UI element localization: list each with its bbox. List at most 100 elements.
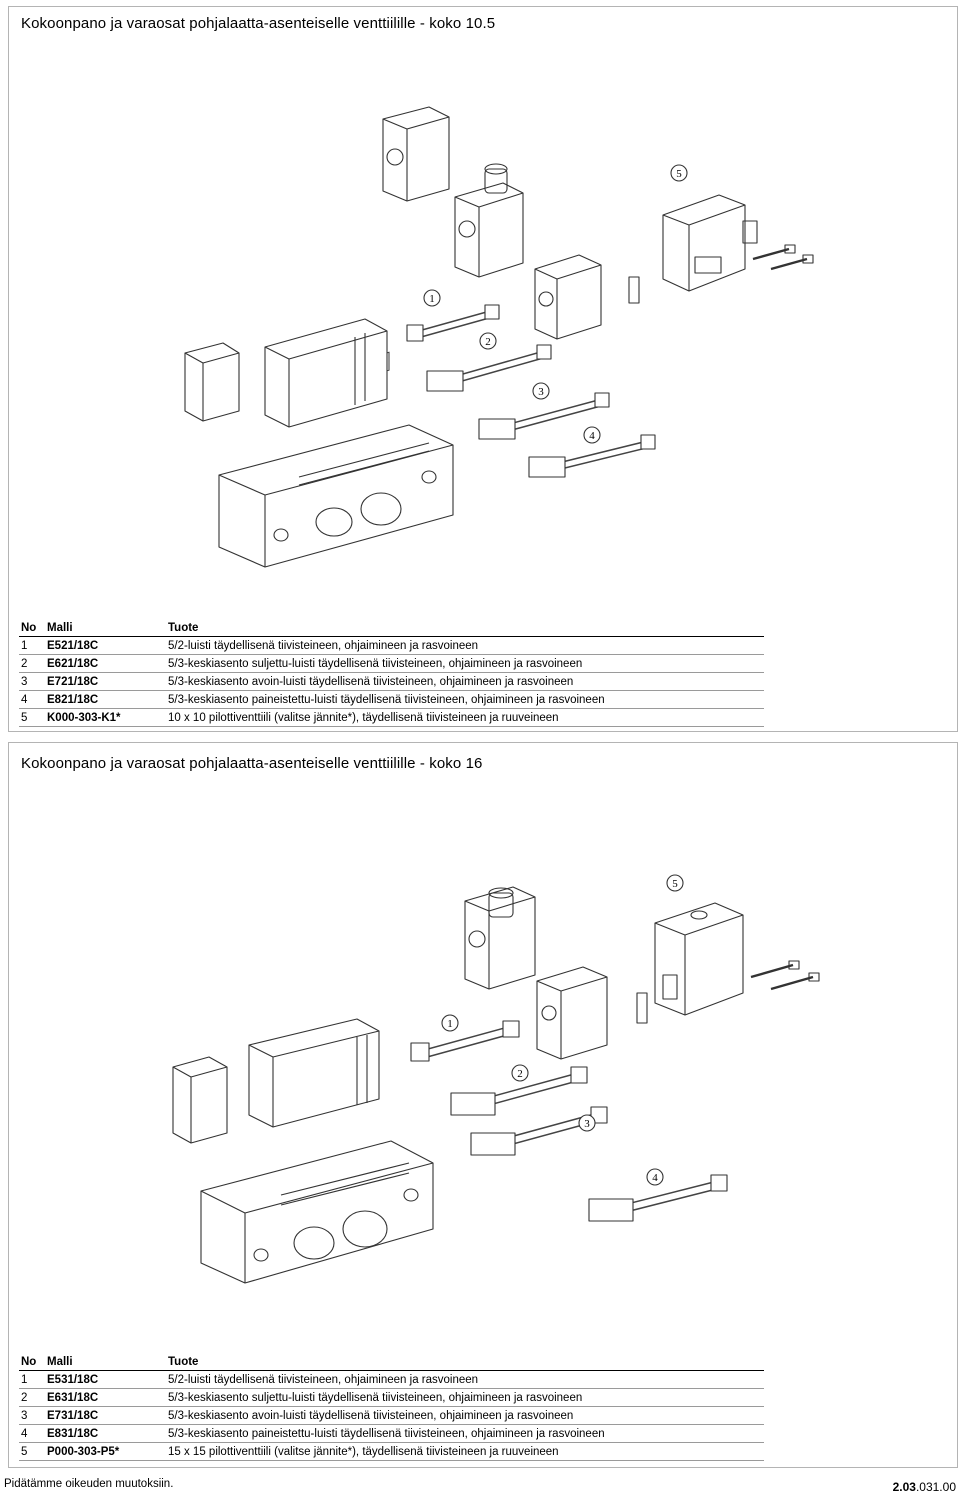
table-row: 5 K000-303-K1* 10 x 10 pilottiventtiili …: [19, 708, 764, 727]
callout-4-label: 4: [589, 430, 595, 442]
row-malli: P000-303-P5*: [47, 1442, 168, 1461]
callout-3-label: 3: [584, 1118, 590, 1130]
callout-5-label: 5: [676, 168, 682, 180]
callout-2: [511, 1064, 529, 1082]
row-tuote: 5/3-keskiasento suljettu-luisti täydelli…: [168, 1388, 764, 1407]
valve-body: [264, 318, 388, 428]
row-malli: E621/18C: [47, 654, 168, 673]
pilot-housing: [382, 106, 450, 202]
row-tuote: 5/3-keskiasento avoin-luisti täydellisen…: [168, 672, 764, 691]
section-koko-10-5: Kokoonpano ja varaosat pohjalaatta-asent…: [8, 6, 958, 732]
valve-base-plate: [200, 1140, 434, 1284]
spool-2: [450, 1066, 588, 1116]
table-row: 1 E521/18C 5/2-luisti täydellisenä tiivi…: [19, 636, 764, 655]
header-malli: Malli: [47, 1355, 168, 1371]
pilot-valve: [654, 902, 744, 1016]
callout-2: [479, 332, 497, 350]
row-no: 3: [19, 672, 47, 691]
header-no: No: [19, 621, 47, 637]
row-tuote: 5/2-luisti täydellisenä tiivisteineen, o…: [168, 1370, 764, 1389]
row-tuote: 5/3-keskiasento paineistettu-luisti täyd…: [168, 1424, 764, 1443]
document-code-bold: 2.03: [892, 1480, 916, 1494]
callout-5: [670, 164, 688, 182]
end-cap: [184, 342, 240, 422]
table-row: 3 E721/18C 5/3-keskiasento avoin-luisti …: [19, 672, 764, 691]
callout-4: [646, 1168, 664, 1186]
table-row: 1 E531/18C 5/2-luisti täydellisenä tiivi…: [19, 1370, 764, 1389]
exploded-view-drawing: 1 2 3 4 5: [172, 874, 820, 1284]
callout-4: [583, 426, 601, 444]
table-row: 4 E821/18C 5/3-keskiasento paineistettu-…: [19, 690, 764, 709]
callout-1: [441, 1014, 459, 1032]
row-malli: E721/18C: [47, 672, 168, 691]
callout-1-label: 1: [429, 293, 435, 305]
spool-1: [406, 304, 500, 342]
row-malli: E831/18C: [47, 1424, 168, 1443]
header-tuote: Tuote: [168, 1355, 764, 1371]
table-row: 3 E731/18C 5/3-keskiasento avoin-luisti …: [19, 1406, 764, 1425]
row-no: 5: [19, 708, 47, 727]
parts-table-header: No Malli Tuote: [19, 1355, 764, 1371]
row-no: 1: [19, 636, 47, 655]
callout-3: [578, 1114, 596, 1132]
table-row: 2 E621/18C 5/3-keskiasento suljettu-luis…: [19, 654, 764, 673]
callout-3-label: 3: [538, 386, 544, 398]
adapter-housing: [536, 966, 608, 1060]
header-malli: Malli: [47, 621, 168, 637]
adapter-housing: [534, 254, 602, 340]
header-tuote: Tuote: [168, 621, 764, 637]
end-cap: [172, 1056, 228, 1144]
callout-3: [532, 382, 550, 400]
row-tuote: 10 x 10 pilottiventtiili (valitse jännit…: [168, 708, 764, 727]
row-no: 1: [19, 1370, 47, 1389]
callout-1: [423, 289, 441, 307]
section-koko-16: Kokoonpano ja varaosat pohjalaatta-asent…: [8, 742, 958, 1468]
callout-5: [666, 874, 684, 892]
override-housing: [454, 163, 524, 278]
row-tuote: 5/3-keskiasento suljettu-luisti täydelli…: [168, 654, 764, 673]
row-tuote: 5/3-keskiasento avoin-luisti täydellisen…: [168, 1406, 764, 1425]
row-malli: E521/18C: [47, 636, 168, 655]
table-row: 5 P000-303-P5* 15 x 15 pilottiventtiili …: [19, 1442, 764, 1461]
document-code: 2.03.031.00: [893, 1480, 956, 1494]
spool-3: [478, 392, 610, 440]
table-row: 2 E631/18C 5/3-keskiasento suljettu-luis…: [19, 1388, 764, 1407]
spool-4: [588, 1174, 728, 1222]
exploded-view-drawing: 1 2 3 4 5: [184, 106, 814, 568]
row-no: 2: [19, 1388, 47, 1407]
section-title: Kokoonpano ja varaosat pohjalaatta-asent…: [21, 755, 483, 772]
row-tuote: 15 x 15 pilottiventtiili (valitse jännit…: [168, 1442, 764, 1461]
row-malli: E531/18C: [47, 1370, 168, 1389]
callout-5-label: 5: [672, 878, 678, 890]
row-malli: K000-303-K1*: [47, 708, 168, 727]
row-tuote: 5/2-luisti täydellisenä tiivisteineen, o…: [168, 636, 764, 655]
row-malli: E731/18C: [47, 1406, 168, 1425]
row-no: 5: [19, 1442, 47, 1461]
callout-2-label: 2: [517, 1068, 523, 1080]
spool-4: [528, 434, 656, 478]
parts-table: No Malli Tuote 1 E521/18C 5/2-luisti täy…: [19, 621, 764, 727]
valve-body: [248, 1018, 380, 1128]
parts-table-header: No Malli Tuote: [19, 621, 764, 637]
section-title: Kokoonpano ja varaosat pohjalaatta-asent…: [21, 15, 496, 32]
footer-note: Pidätämme oikeuden muutoksiin.: [4, 1478, 174, 1490]
pilot-valve: [662, 194, 758, 292]
row-malli: E631/18C: [47, 1388, 168, 1407]
spool-2: [426, 344, 552, 392]
table-row: 4 E831/18C 5/3-keskiasento paineistettu-…: [19, 1424, 764, 1443]
parts-table: No Malli Tuote 1 E531/18C 5/2-luisti täy…: [19, 1355, 764, 1461]
row-no: 4: [19, 690, 47, 709]
valve-base-plate: [218, 351, 454, 568]
gasket: [636, 992, 648, 1024]
header-no: No: [19, 1355, 47, 1371]
row-no: 2: [19, 654, 47, 673]
row-tuote: 5/3-keskiasento paineistettu-luisti täyd…: [168, 690, 764, 709]
override-housing: [464, 886, 536, 990]
document-code-rest: .031.00: [915, 1480, 956, 1494]
row-malli: E821/18C: [47, 690, 168, 709]
gasket: [628, 276, 640, 304]
screws: [752, 244, 814, 271]
callout-4-label: 4: [652, 1172, 658, 1184]
callout-2-label: 2: [485, 336, 491, 348]
callout-1-label: 1: [447, 1018, 453, 1030]
